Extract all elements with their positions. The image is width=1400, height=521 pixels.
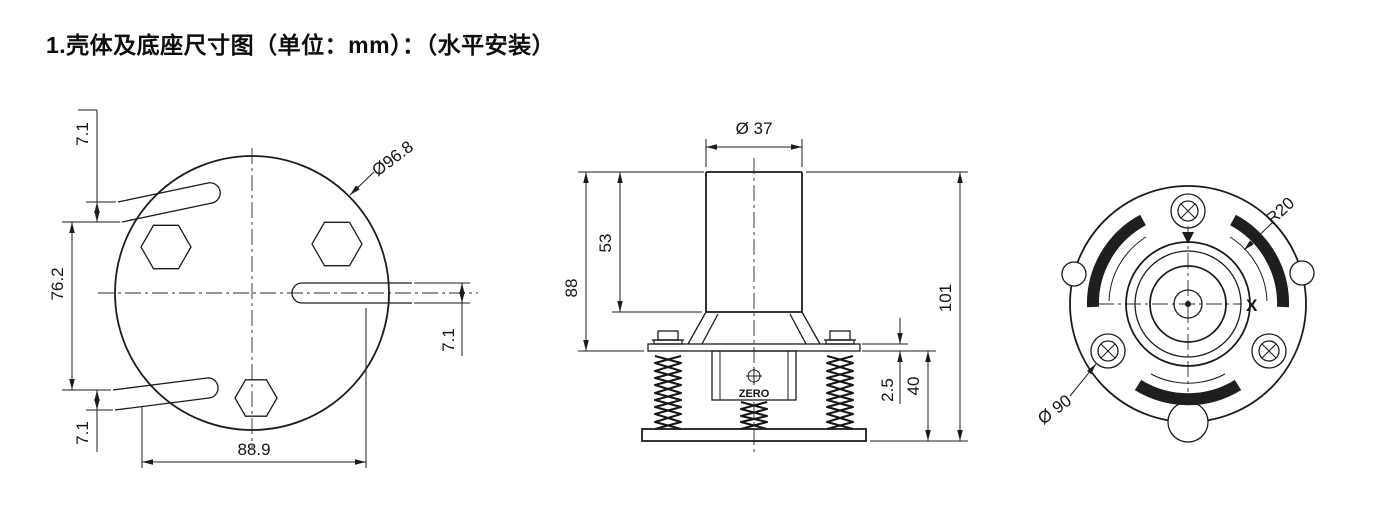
dim-slot-spacing: 76.2 <box>48 267 67 300</box>
dim-tube-diameter: Ø 37 <box>736 119 773 138</box>
dim-right-slot-width: 7.1 <box>439 328 458 352</box>
base-top-view: 7.1 76.2 7.1 7.1 88.9 Ø96.8 <box>48 109 478 468</box>
rim-notch-right <box>1289 260 1315 286</box>
dim-outer-diameter: Ø96.8 <box>368 137 416 180</box>
clamp-slot-upper-left <box>1086 214 1146 308</box>
bottom-view: R20 Ø 90 X <box>1034 185 1315 443</box>
axis-x-label: X <box>1246 296 1258 315</box>
side-view: ZERO Ø 37 53 88 101 <box>562 119 968 452</box>
center-rings <box>1125 241 1251 367</box>
orientation-arrow <box>1182 232 1194 244</box>
screw-boss-lower-right <box>1251 333 1287 369</box>
spring-left <box>653 354 683 431</box>
dim-base-width: 88.9 <box>237 440 270 459</box>
mounting-slot-top <box>117 182 221 223</box>
hex-hole-bottom <box>234 379 278 417</box>
side-dimensions: Ø 37 53 88 101 40 2.5 <box>562 119 968 442</box>
mounting-slot-bottom <box>112 377 219 411</box>
base-dimensions: 7.1 76.2 7.1 7.1 88.9 Ø96.8 <box>48 109 470 468</box>
screw-boss-top <box>1170 193 1206 229</box>
dim-lower-height: 40 <box>904 377 923 396</box>
dim-plate-thickness: 2.5 <box>878 378 897 402</box>
bolt-right <box>824 330 856 345</box>
spring-right <box>825 354 855 431</box>
damper-housing: ZERO <box>711 350 797 401</box>
drawing-title: 1.壳体及底座尺寸图（单位：mm）：（水平安装） <box>46 32 556 58</box>
lobe-arc-upper-right <box>1229 236 1268 302</box>
clamp-slot-bottom <box>1134 379 1242 406</box>
dim-upper-height: 88 <box>562 279 581 298</box>
hex-hole-left <box>140 224 192 270</box>
mounting-slot-right <box>291 282 412 304</box>
lobe-arc-bottom <box>1150 373 1226 384</box>
dim-bolt-circle: Ø 90 <box>1034 391 1075 428</box>
dim-total-height: 101 <box>936 284 955 312</box>
zero-marking: ZERO <box>739 388 770 400</box>
base-plate <box>641 428 867 442</box>
screw-boss-lower-left <box>1090 333 1126 369</box>
hex-hole-right <box>311 221 363 267</box>
tube-outline <box>705 171 803 313</box>
clamp-slot-upper-right <box>1230 214 1290 308</box>
spring-center <box>739 400 769 431</box>
rim-notch-left <box>1061 261 1087 287</box>
flange-skirt <box>687 311 821 345</box>
rim-notch-bottom <box>1167 401 1209 443</box>
dim-tube-height: 53 <box>596 234 615 253</box>
outer-circle <box>114 155 390 431</box>
dim-lobe-radius: R20 <box>1262 193 1298 228</box>
lobe-arc-upper-left <box>1108 236 1147 302</box>
dim-bottom-slot-width: 7.1 <box>73 421 92 445</box>
dim-top-slot-width: 7.1 <box>73 122 92 146</box>
bolt-left <box>652 330 684 345</box>
